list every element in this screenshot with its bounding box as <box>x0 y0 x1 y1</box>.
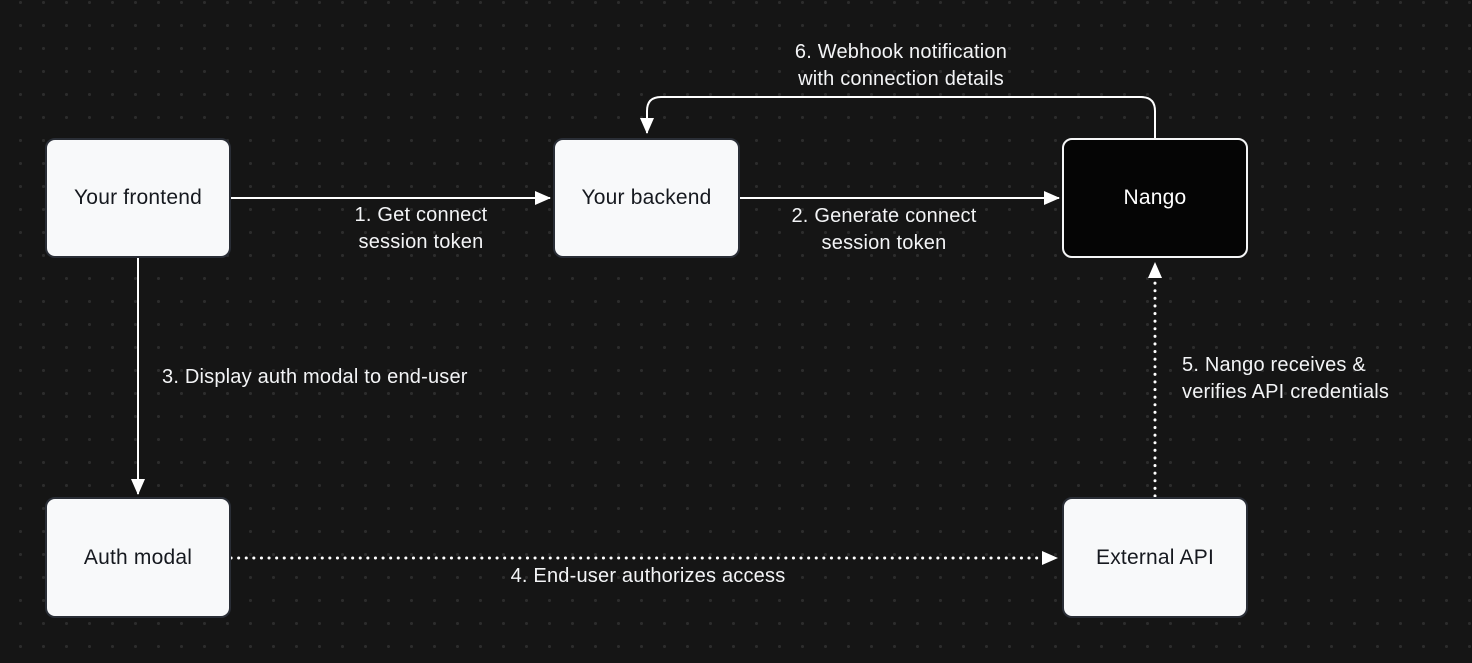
edge-webhook-notification <box>640 96 1156 138</box>
edge-label-end-user-authorizes: 4. End-user authorizes access <box>510 565 786 587</box>
edge-label-generate-connect-session-token: 2. Generate connect session token <box>791 205 977 254</box>
node-your-frontend: Your frontend <box>45 138 231 258</box>
edge-label-get-connect-session-token: 1. Get connect session token <box>354 204 488 253</box>
edge-label-nango-verifies-credentials: 5. Nango receives & verifies API credent… <box>1182 354 1390 403</box>
node-auth-modal: Auth modal <box>45 497 231 618</box>
node-external-api: External API <box>1062 497 1248 618</box>
node-your-backend: Your backend <box>553 138 740 258</box>
edge-label-webhook-notification: 6. Webhook notification with connection … <box>794 41 1008 90</box>
node-nango: Nango <box>1062 138 1248 258</box>
edge-label-display-auth-modal: 3. Display auth modal to end-user <box>162 366 468 388</box>
